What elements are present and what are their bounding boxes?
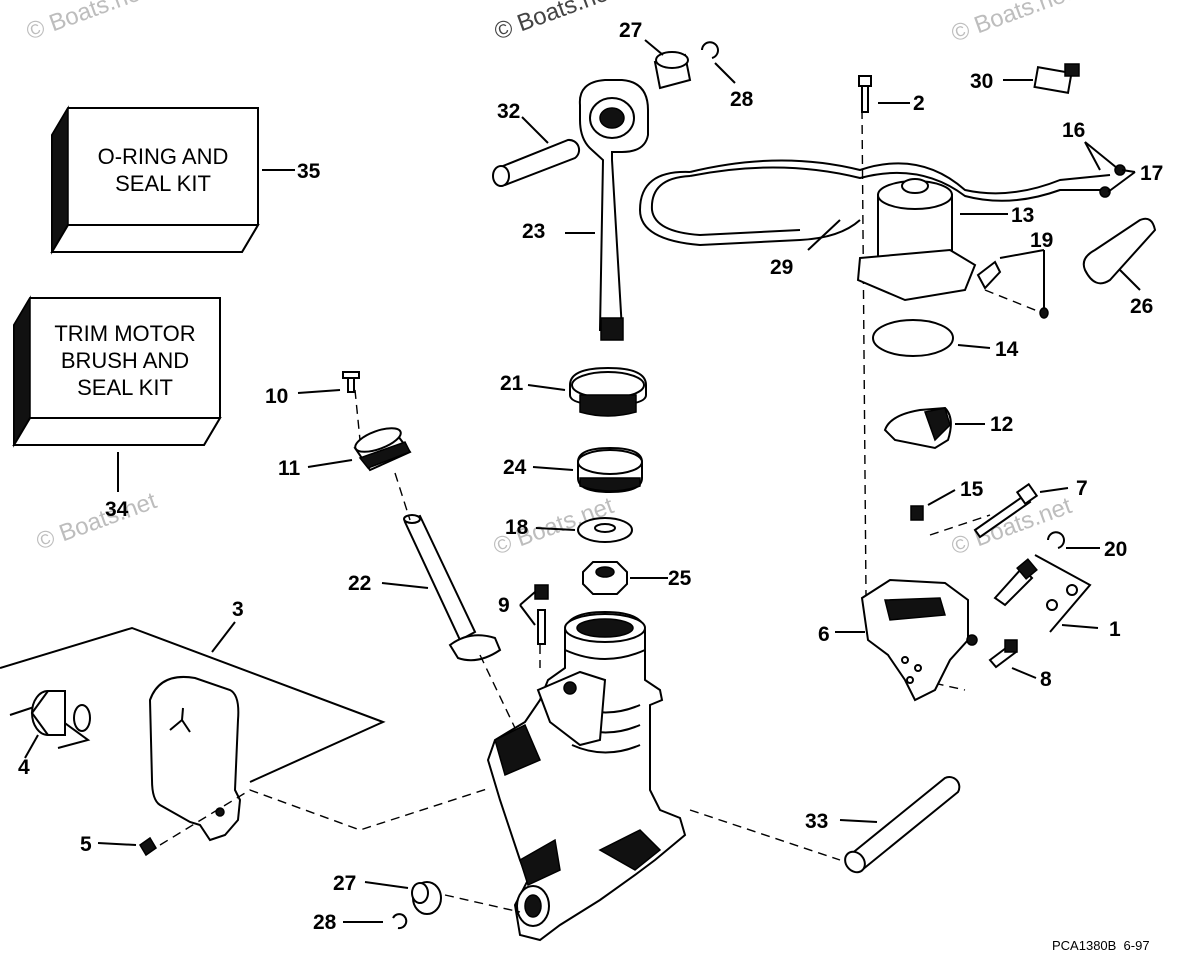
hose-26	[1082, 217, 1157, 291]
part-label-2: 2	[913, 92, 925, 115]
part-label-18: 18	[505, 516, 529, 539]
pin-32	[492, 116, 581, 187]
part-label-22: 22	[348, 572, 371, 595]
oring-kit-line1: O-RING AND	[98, 144, 229, 169]
part-label-15: 15	[960, 478, 984, 501]
cap-21	[527, 366, 647, 417]
part-label-23: 23	[522, 220, 545, 243]
tube-22	[381, 514, 502, 662]
part-label-28-top: 28	[730, 88, 754, 111]
clip-28-top	[701, 41, 736, 84]
watermark-top-right: © Boats.net	[948, 0, 1076, 48]
part-label-13: 13	[1011, 204, 1034, 227]
screw-8	[988, 639, 1037, 679]
screw-2	[858, 75, 910, 113]
part-label-25: 25	[668, 567, 692, 590]
clip-20	[1047, 531, 1100, 549]
nut-25	[582, 561, 668, 595]
reservoir-3	[0, 621, 386, 842]
clip-19	[976, 249, 1049, 319]
watermark-top-left: © Boats.net	[23, 0, 151, 46]
part-label-4: 4	[18, 756, 30, 779]
oring-14	[872, 319, 991, 357]
bushing-27-bottom	[364, 881, 442, 915]
valve-1	[993, 554, 1099, 633]
part-label-27-top: 27	[619, 19, 642, 42]
watermark-mid-right: © Boats.net	[948, 492, 1076, 560]
terminals-16-17	[1084, 141, 1136, 198]
part-label-33: 33	[805, 810, 828, 833]
plug-4	[9, 690, 91, 759]
bolt-9	[519, 584, 549, 645]
part-label-32: 32	[497, 100, 520, 123]
valve-10	[297, 371, 360, 394]
screw-5	[97, 836, 158, 857]
bushing-27-top	[644, 39, 692, 90]
oring-seal-kit-box: O-RING AND SEAL KIT	[50, 105, 295, 255]
part-label-16: 16	[1062, 119, 1085, 142]
part-label-5: 5	[80, 833, 92, 856]
part-label-26: 26	[1130, 295, 1153, 318]
trim-kit-line3: SEAL KIT	[77, 375, 173, 400]
trim-kit-line1: TRIM MOTOR	[54, 321, 195, 346]
screw-15	[910, 489, 956, 521]
part-label-1: 1	[1109, 618, 1121, 641]
part-label-11: 11	[278, 457, 301, 480]
part-label-10: 10	[265, 385, 288, 408]
part-label-17: 17	[1140, 162, 1163, 185]
part-label-8: 8	[1040, 668, 1052, 691]
part-label-34: 34	[105, 498, 129, 521]
part-label-9: 9	[498, 594, 510, 617]
cover-12	[883, 406, 985, 450]
bolt-7	[973, 482, 1069, 539]
piston-24	[532, 446, 643, 494]
plug-11	[307, 427, 412, 472]
trim-rod-23	[565, 79, 649, 341]
part-label-3: 3	[232, 598, 244, 621]
clip-28-bottom	[343, 913, 408, 930]
part-label-24: 24	[503, 456, 527, 479]
pump-body-6	[835, 578, 978, 702]
part-label-20: 20	[1104, 538, 1127, 561]
part-label-28-bottom: 28	[313, 911, 337, 934]
trim-motor-13	[638, 159, 1111, 302]
trim-cylinder-body	[486, 610, 687, 942]
oring-kit-line2: SEAL KIT	[115, 171, 211, 196]
watermark-top-center: © Boats.net	[491, 0, 619, 46]
part-label-14: 14	[995, 338, 1019, 361]
diagram-code: PCA1380B 6-97	[1052, 938, 1150, 953]
part-label-35: 35	[297, 160, 321, 183]
trim-kit-line2: BRUSH AND	[61, 348, 189, 373]
part-label-19: 19	[1030, 229, 1053, 252]
pin-33	[839, 776, 961, 874]
part-label-21: 21	[500, 372, 524, 395]
assembly-leaders	[159, 109, 1041, 913]
part-label-12: 12	[990, 413, 1013, 436]
watermark-mid-left: © Boats.net	[33, 487, 161, 555]
connector-30	[1003, 63, 1080, 94]
trim-motor-kit-box: TRIM MOTOR BRUSH AND SEAL KIT	[12, 295, 222, 492]
washer-18	[535, 517, 633, 543]
part-callouts: 1 2 3 4 5 6 7 8 9 10 11 12 13 14 15 16 1…	[18, 19, 1163, 934]
part-label-27-bottom: 27	[333, 872, 356, 895]
part-label-29: 29	[770, 256, 793, 279]
part-label-30: 30	[970, 70, 993, 93]
part-label-6: 6	[818, 623, 830, 646]
part-label-7: 7	[1076, 477, 1088, 500]
